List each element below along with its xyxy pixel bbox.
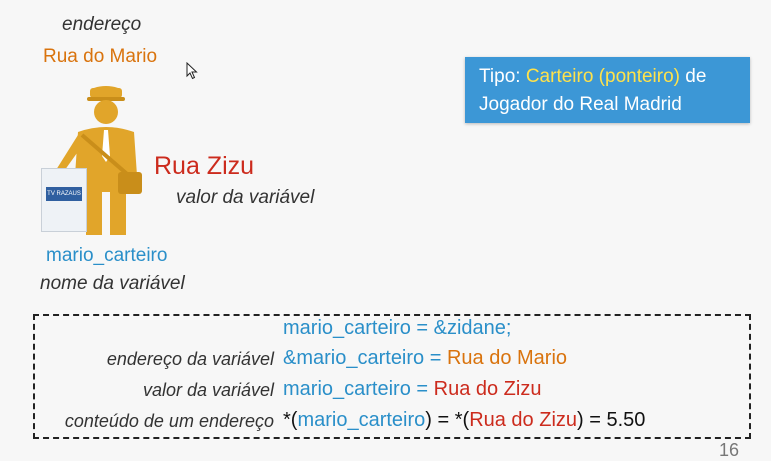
code-result: ) = 5.50 (577, 409, 646, 431)
type-suffix: de Jogador do Real Madrid (479, 66, 707, 115)
code-label-3: valor da variável (142, 380, 274, 400)
code-label-4: conteúdo de um endereço (64, 411, 274, 431)
address-caption: endereço (62, 14, 142, 35)
value-caption: valor da variável (176, 187, 315, 208)
code-value: Rua do Zizu (433, 378, 542, 400)
code-var: mario_carteiro (283, 378, 411, 400)
jersey-sponsor: TV RAZAUS (46, 187, 82, 201)
page-number: 16 (718, 440, 739, 460)
pointer-value: Rua Zizu (154, 152, 255, 180)
code-op: = (424, 347, 447, 369)
code-line-1: mario_carteiro = &zidane; (283, 317, 511, 340)
type-highlight: Carteiro (ponteiro) (525, 66, 680, 87)
code-line-2: &mario_carteiro = Rua do Mario (283, 347, 567, 370)
type-prefix: Tipo: (479, 66, 526, 87)
jersey-image: TV RAZAUS (41, 168, 87, 232)
code-line-4: *(mario_carteiro) = *(Rua do Zizu) = 5.5… (283, 409, 645, 432)
code-assign: = &zidane; (410, 317, 512, 339)
code-box (33, 314, 751, 439)
code-deref-mid: ) = *( (425, 409, 470, 431)
code-var: &mario_carteiro (283, 347, 425, 369)
code-var: mario_carteiro (297, 409, 426, 431)
code-value: Rua do Zizu (469, 409, 578, 431)
mouse-cursor-icon (186, 62, 198, 80)
code-line-3: mario_carteiro = Rua do Zizu (283, 378, 541, 401)
variable-name-caption: nome da variável (40, 273, 185, 294)
code-op: = (410, 378, 434, 400)
code-label-2: endereço da variável (106, 349, 274, 369)
code-deref-open: *( (283, 409, 298, 431)
code-value: Rua do Mario (446, 347, 568, 369)
code-var: mario_carteiro (283, 317, 411, 339)
address-value: Rua do Mario (43, 46, 158, 67)
variable-name: mario_carteiro (46, 245, 168, 266)
postman-icon (56, 86, 142, 235)
type-callout: Tipo: Carteiro (ponteiro) de Jogador do … (465, 57, 750, 123)
